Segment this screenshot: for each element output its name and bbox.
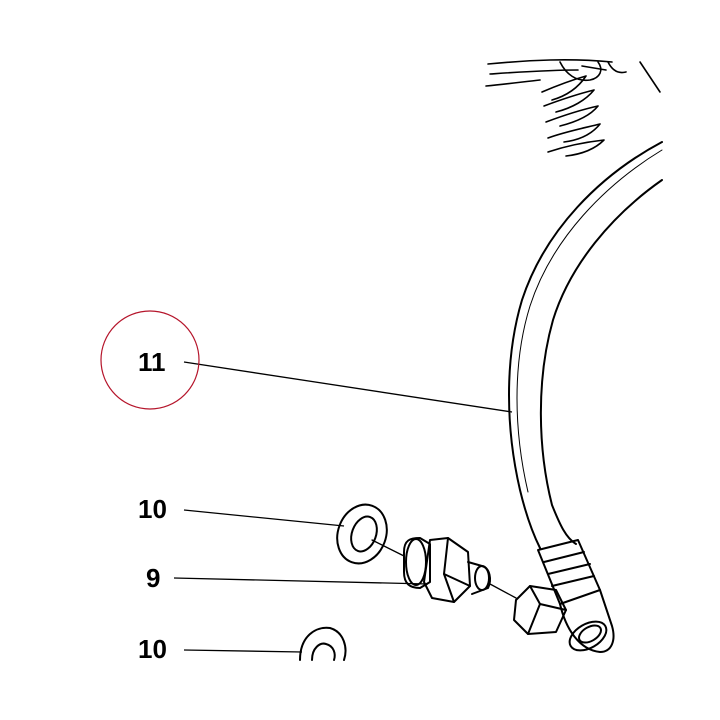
callout-label-9: 9: [146, 563, 160, 593]
engine-block-fragment: [485, 59, 661, 157]
sealing-washer-lower: [299, 626, 347, 661]
callout-label-11: 11: [138, 347, 166, 377]
leader-lines: [173, 361, 513, 653]
leader-line-9: [173, 577, 429, 585]
highlight-circle: [100, 310, 200, 410]
leader-line-10-lower: [183, 649, 303, 653]
sealing-washer-upper: [336, 503, 405, 565]
callout-label-10-lower: 10: [138, 634, 167, 664]
leader-line-11: [183, 361, 513, 413]
hose-end-fitting: [513, 539, 615, 653]
union-fitting: [403, 537, 517, 603]
leader-line-10-upper: [183, 509, 345, 527]
hose: [508, 141, 663, 549]
callout-label-10-upper: 10: [138, 494, 167, 524]
